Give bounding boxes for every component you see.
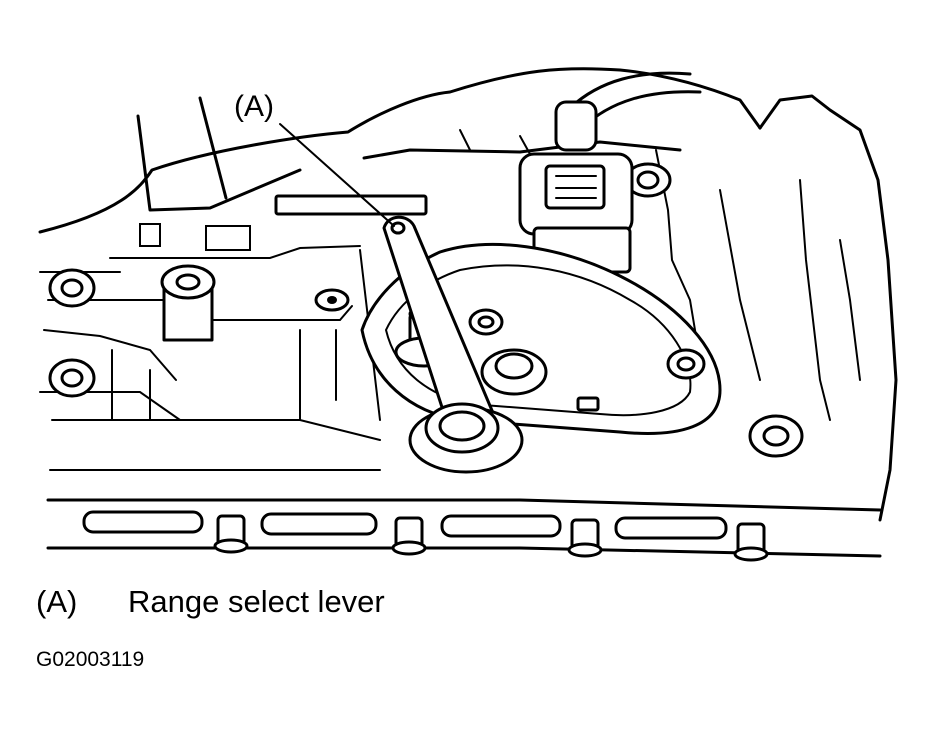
transmission-diagram: (A) [38,67,898,562]
range-select-lever [382,215,524,474]
legend: (A) Range select lever [36,584,385,620]
wiring-connector [518,71,702,274]
rail-bolt [213,514,249,554]
figure-id: G02003119 [36,648,145,671]
callout-label: (A) [234,90,274,123]
rail-bolt [567,518,603,558]
legend-key: (A) [36,584,78,619]
rail-bolt [391,516,427,556]
pan-rail [46,498,882,562]
legend-text: Range select lever [128,584,385,619]
callout-a: (A) [234,90,395,227]
rail-bolt [733,522,769,562]
